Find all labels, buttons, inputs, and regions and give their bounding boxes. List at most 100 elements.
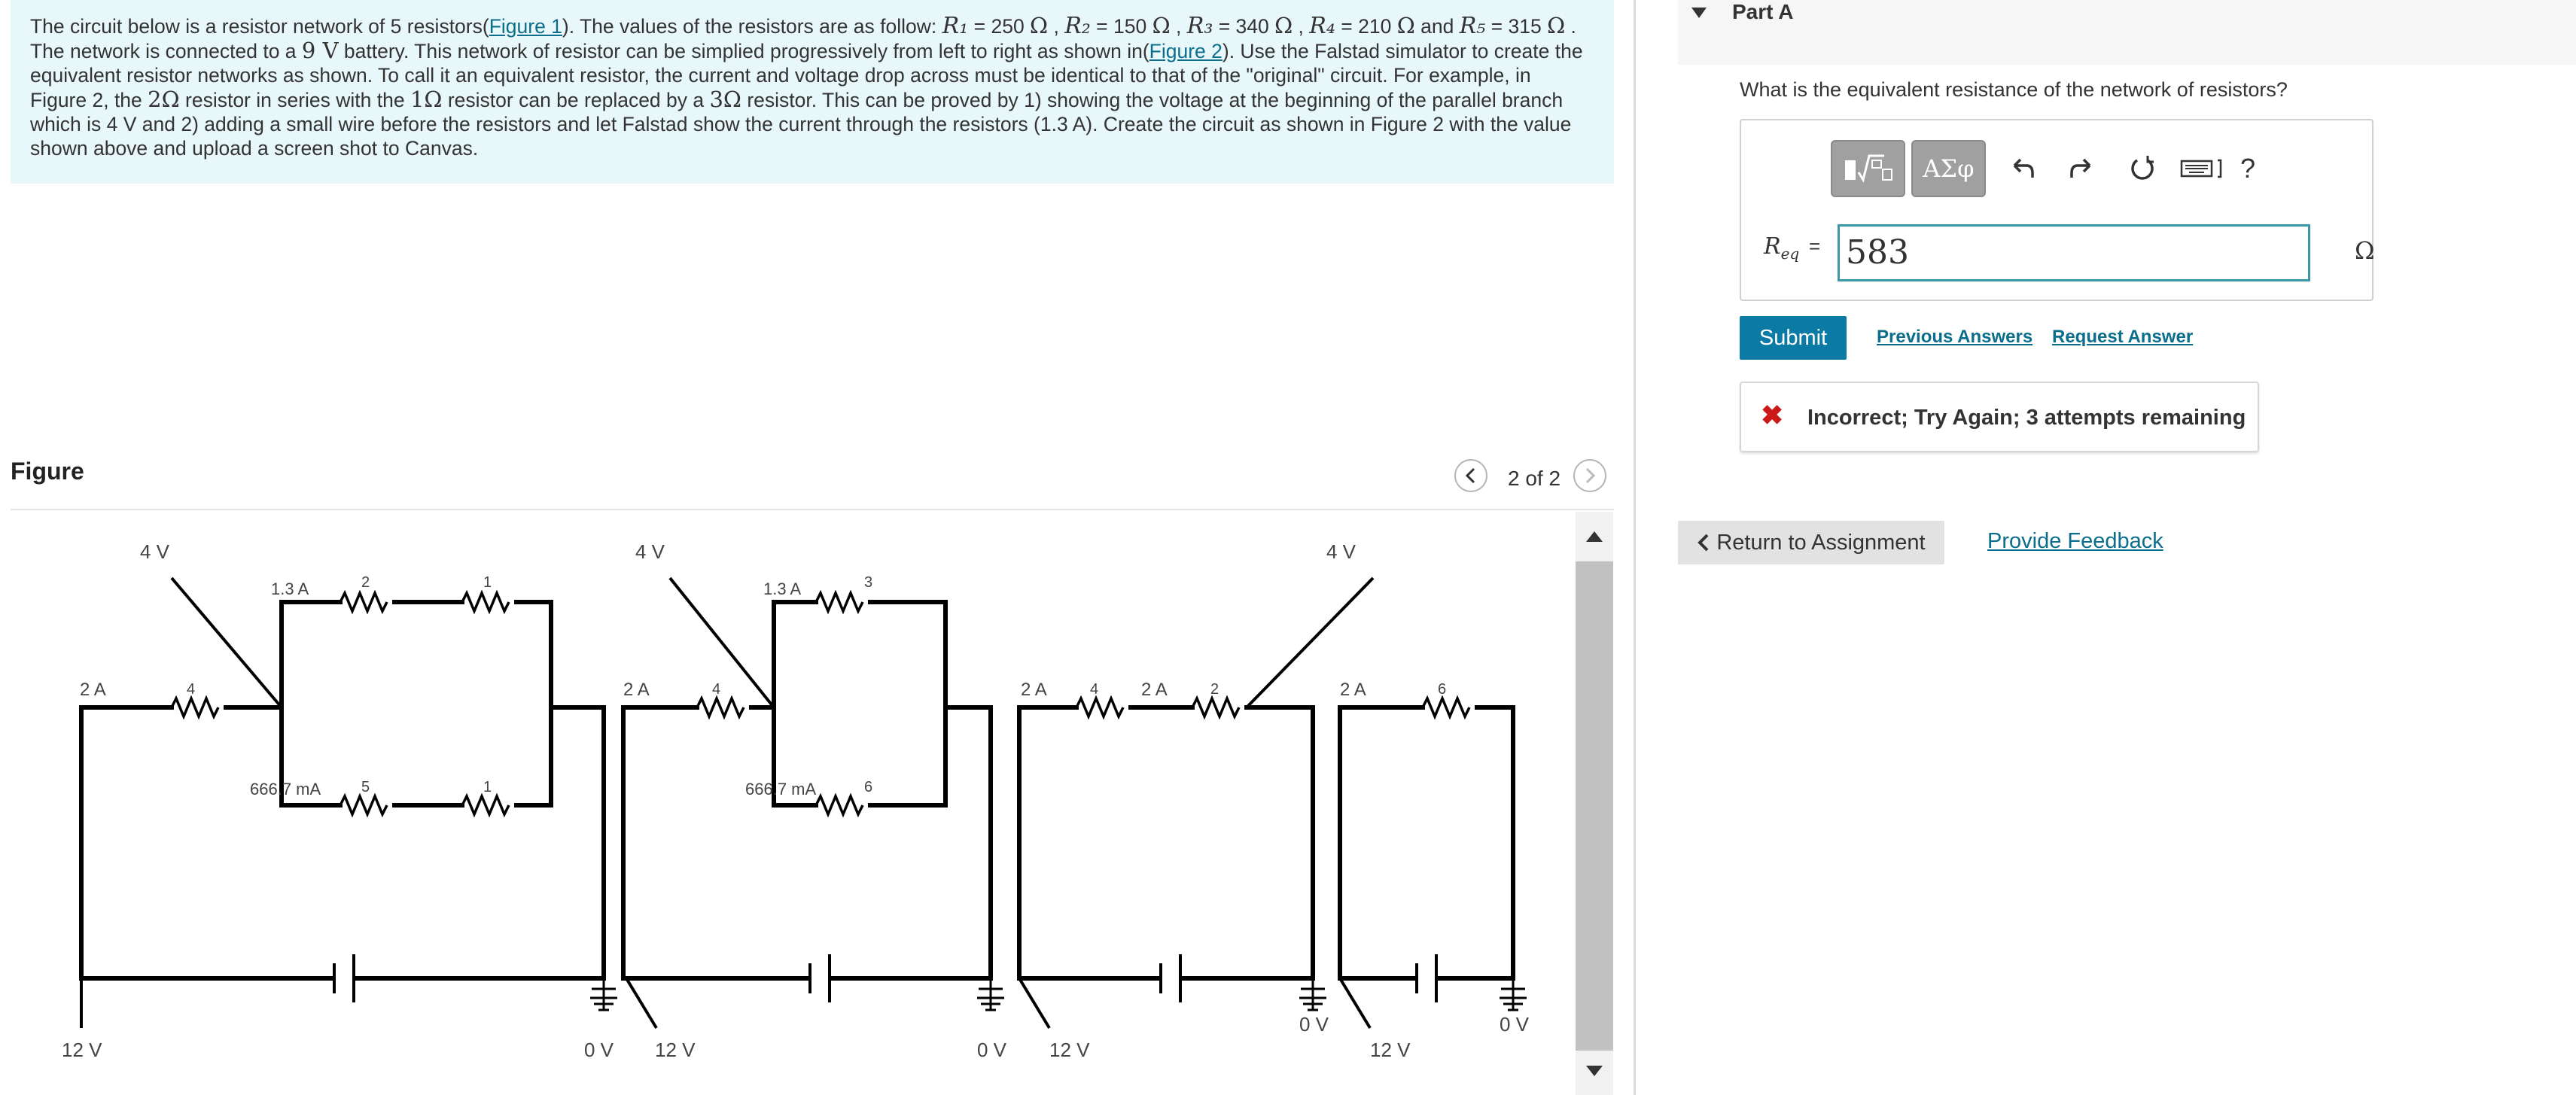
problem-text: The circuit below is a resistor network …: [30, 13, 1583, 160]
request-answer-link[interactable]: Request Answer: [2052, 327, 2194, 347]
resistor-6: [815, 795, 864, 816]
circuit-figure: 4 V 1.3 A 2 1 2 A 4 666.7 mA 5 1 12 V 0 …: [62, 540, 1530, 1061]
r2-symbol: R₂: [1064, 13, 1091, 39]
resistor-1: [461, 592, 510, 613]
resistor-4: [170, 697, 220, 718]
label-667ma-2: 666.7 mA: [745, 780, 816, 798]
label-12v-1: 12 V: [62, 1039, 102, 1061]
label-r6-2: 6: [1438, 681, 1446, 698]
variable-label: Req: [1764, 233, 1800, 263]
keyboard-button[interactable]: [2173, 140, 2233, 197]
problem-panel: The circuit below is a resistor network …: [11, 0, 1614, 1095]
figure-counter: 2 of 2: [1508, 467, 1561, 490]
chevron-left-icon: [1465, 467, 1475, 484]
chevron-left-icon: [1698, 534, 1709, 552]
caret-down-icon[interactable]: [1690, 6, 1708, 21]
circuit-labels: 4 V 1.3 A 2 1 2 A 4 666.7 mA 5 1 12 V 0 …: [62, 540, 1530, 1061]
resistor-6b: [1421, 697, 1471, 718]
figure-2-link[interactable]: Figure 2: [1149, 40, 1223, 62]
resistor-1b: [461, 795, 510, 816]
r1-symbol: R₁: [942, 13, 969, 39]
figure-1-link[interactable]: Figure 1: [489, 15, 562, 38]
label-4v-1: 4 V: [140, 540, 170, 563]
help-button[interactable]: ?: [2240, 153, 2256, 184]
math-toolbar: ΑΣφ ?: [1831, 140, 2263, 197]
resistor-4c: [1075, 697, 1125, 718]
submit-button[interactable]: Submit: [1740, 316, 1847, 360]
label-r2-1: 2: [361, 574, 370, 591]
scrollbar-thumb[interactable]: [1576, 561, 1613, 1051]
redo-icon: [2070, 158, 2091, 178]
probe-wires: [80, 576, 1375, 1030]
scroll-up-icon[interactable]: [1576, 521, 1613, 551]
resistor-5: [339, 795, 388, 816]
label-r1-1: 1: [483, 574, 492, 591]
label-0v-1: 0 V: [584, 1039, 614, 1061]
label-2a-1: 2 A: [80, 680, 106, 700]
r4-symbol: R₄: [1309, 13, 1335, 39]
panel-divider: [1634, 0, 1636, 1095]
previous-figure-button[interactable]: [1454, 459, 1487, 492]
part-header[interactable]: Part A: [1678, 0, 2576, 65]
r5-symbol: R₅: [1459, 13, 1486, 39]
question-text: What is the equivalent resistance of the…: [1740, 78, 2288, 101]
label-1.3a-1: 1.3 A: [271, 579, 309, 598]
label-r2-2: 2: [1210, 681, 1219, 698]
label-667ma-1: 666.7 mA: [250, 780, 321, 798]
label-4v-3: 4 V: [1326, 540, 1357, 563]
resistor-3: [815, 592, 864, 613]
undo-icon: [2013, 158, 2034, 178]
label-1.3a-2: 1.3 A: [763, 579, 801, 598]
figure-heading: Figure: [11, 458, 84, 485]
resistor-4b: [696, 697, 745, 718]
provide-feedback-link[interactable]: Provide Feedback: [1987, 529, 2163, 553]
label-2a-5: 2 A: [1340, 680, 1366, 700]
redo-button[interactable]: [2052, 140, 2112, 197]
previous-answers-link[interactable]: Previous Answers: [1877, 327, 2033, 347]
feedback-message: Incorrect; Try Again; 3 attempts remaini…: [1807, 406, 2246, 430]
error-icon: ✖: [1761, 400, 1784, 430]
keyboard-icon: [2180, 159, 2222, 178]
label-0v-2: 0 V: [977, 1039, 1007, 1061]
answer-panel: Part A What is the equivalent resistance…: [1637, 0, 2576, 1095]
undo-button[interactable]: [1992, 140, 2052, 197]
part-label: Part A: [1732, 0, 1794, 23]
resistor-2b: [1191, 697, 1241, 718]
label-r4-3: 4: [1090, 681, 1098, 698]
label-2a-2: 2 A: [623, 680, 650, 700]
fraction-radical-icon: [1844, 154, 1892, 183]
problem-statement: The circuit below is a resistor network …: [11, 0, 1614, 184]
greek-symbols-button[interactable]: ΑΣφ: [1911, 140, 1986, 197]
feedback-box: ✖ Incorrect; Try Again; 3 attempts remai…: [1740, 382, 2259, 452]
label-2a-3: 2 A: [1021, 680, 1047, 700]
label-r1-2: 1: [483, 779, 492, 795]
reset-button[interactable]: [2112, 140, 2173, 197]
label-r5-1: 5: [361, 779, 370, 795]
r3-symbol: R₃: [1186, 13, 1213, 39]
unit-label: Ω: [2355, 236, 2375, 265]
equals-sign: =: [1809, 235, 1821, 257]
label-12v-4: 12 V: [1370, 1039, 1411, 1061]
label-12v-3: 12 V: [1049, 1039, 1090, 1061]
answer-input[interactable]: 583: [1838, 224, 2310, 281]
label-r4-2: 4: [712, 681, 720, 698]
scroll-down-icon[interactable]: [1576, 1055, 1613, 1085]
label-0v-3: 0 V: [1299, 1013, 1329, 1036]
label-2a-4: 2 A: [1141, 680, 1168, 700]
reset-icon: [2131, 156, 2154, 180]
label-0v-4: 0 V: [1500, 1013, 1530, 1036]
chevron-right-icon: [1585, 467, 1596, 484]
templates-button[interactable]: [1831, 140, 1905, 197]
figure-scrollbar[interactable]: [1576, 512, 1613, 1095]
label-r3: 3: [864, 574, 872, 591]
ground-symbols: [590, 978, 1527, 1011]
label-12v-2: 12 V: [655, 1039, 696, 1061]
return-to-assignment-button[interactable]: Return to Assignment: [1678, 521, 1944, 564]
label-r4-1: 4: [187, 681, 195, 698]
circuit-wires: [79, 600, 1515, 981]
label-4v-2: 4 V: [635, 540, 665, 563]
next-figure-button[interactable]: [1573, 459, 1606, 492]
answer-box: ΑΣφ ? Req = 583 Ω: [1740, 119, 2375, 301]
label-r6-1: 6: [864, 779, 872, 795]
figure-divider: [11, 509, 1614, 510]
